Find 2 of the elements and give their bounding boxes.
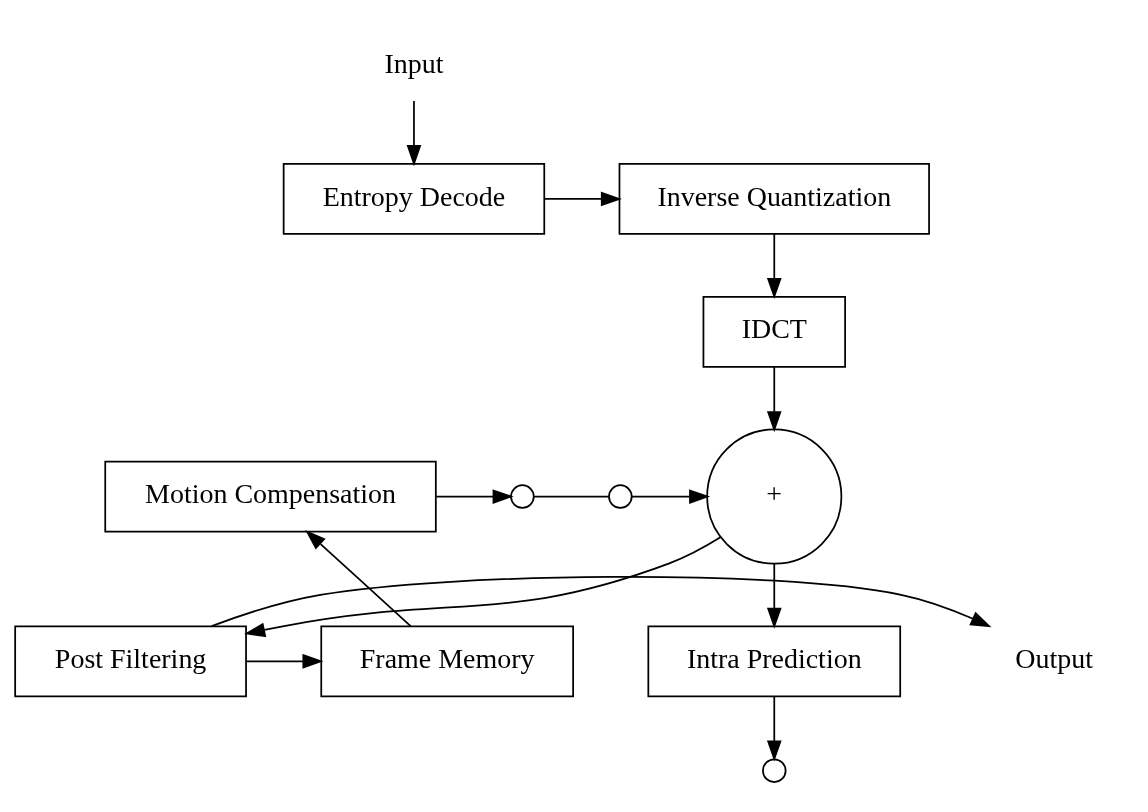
node-text: Output [1015, 642, 1093, 674]
node-text: Input [384, 47, 444, 79]
